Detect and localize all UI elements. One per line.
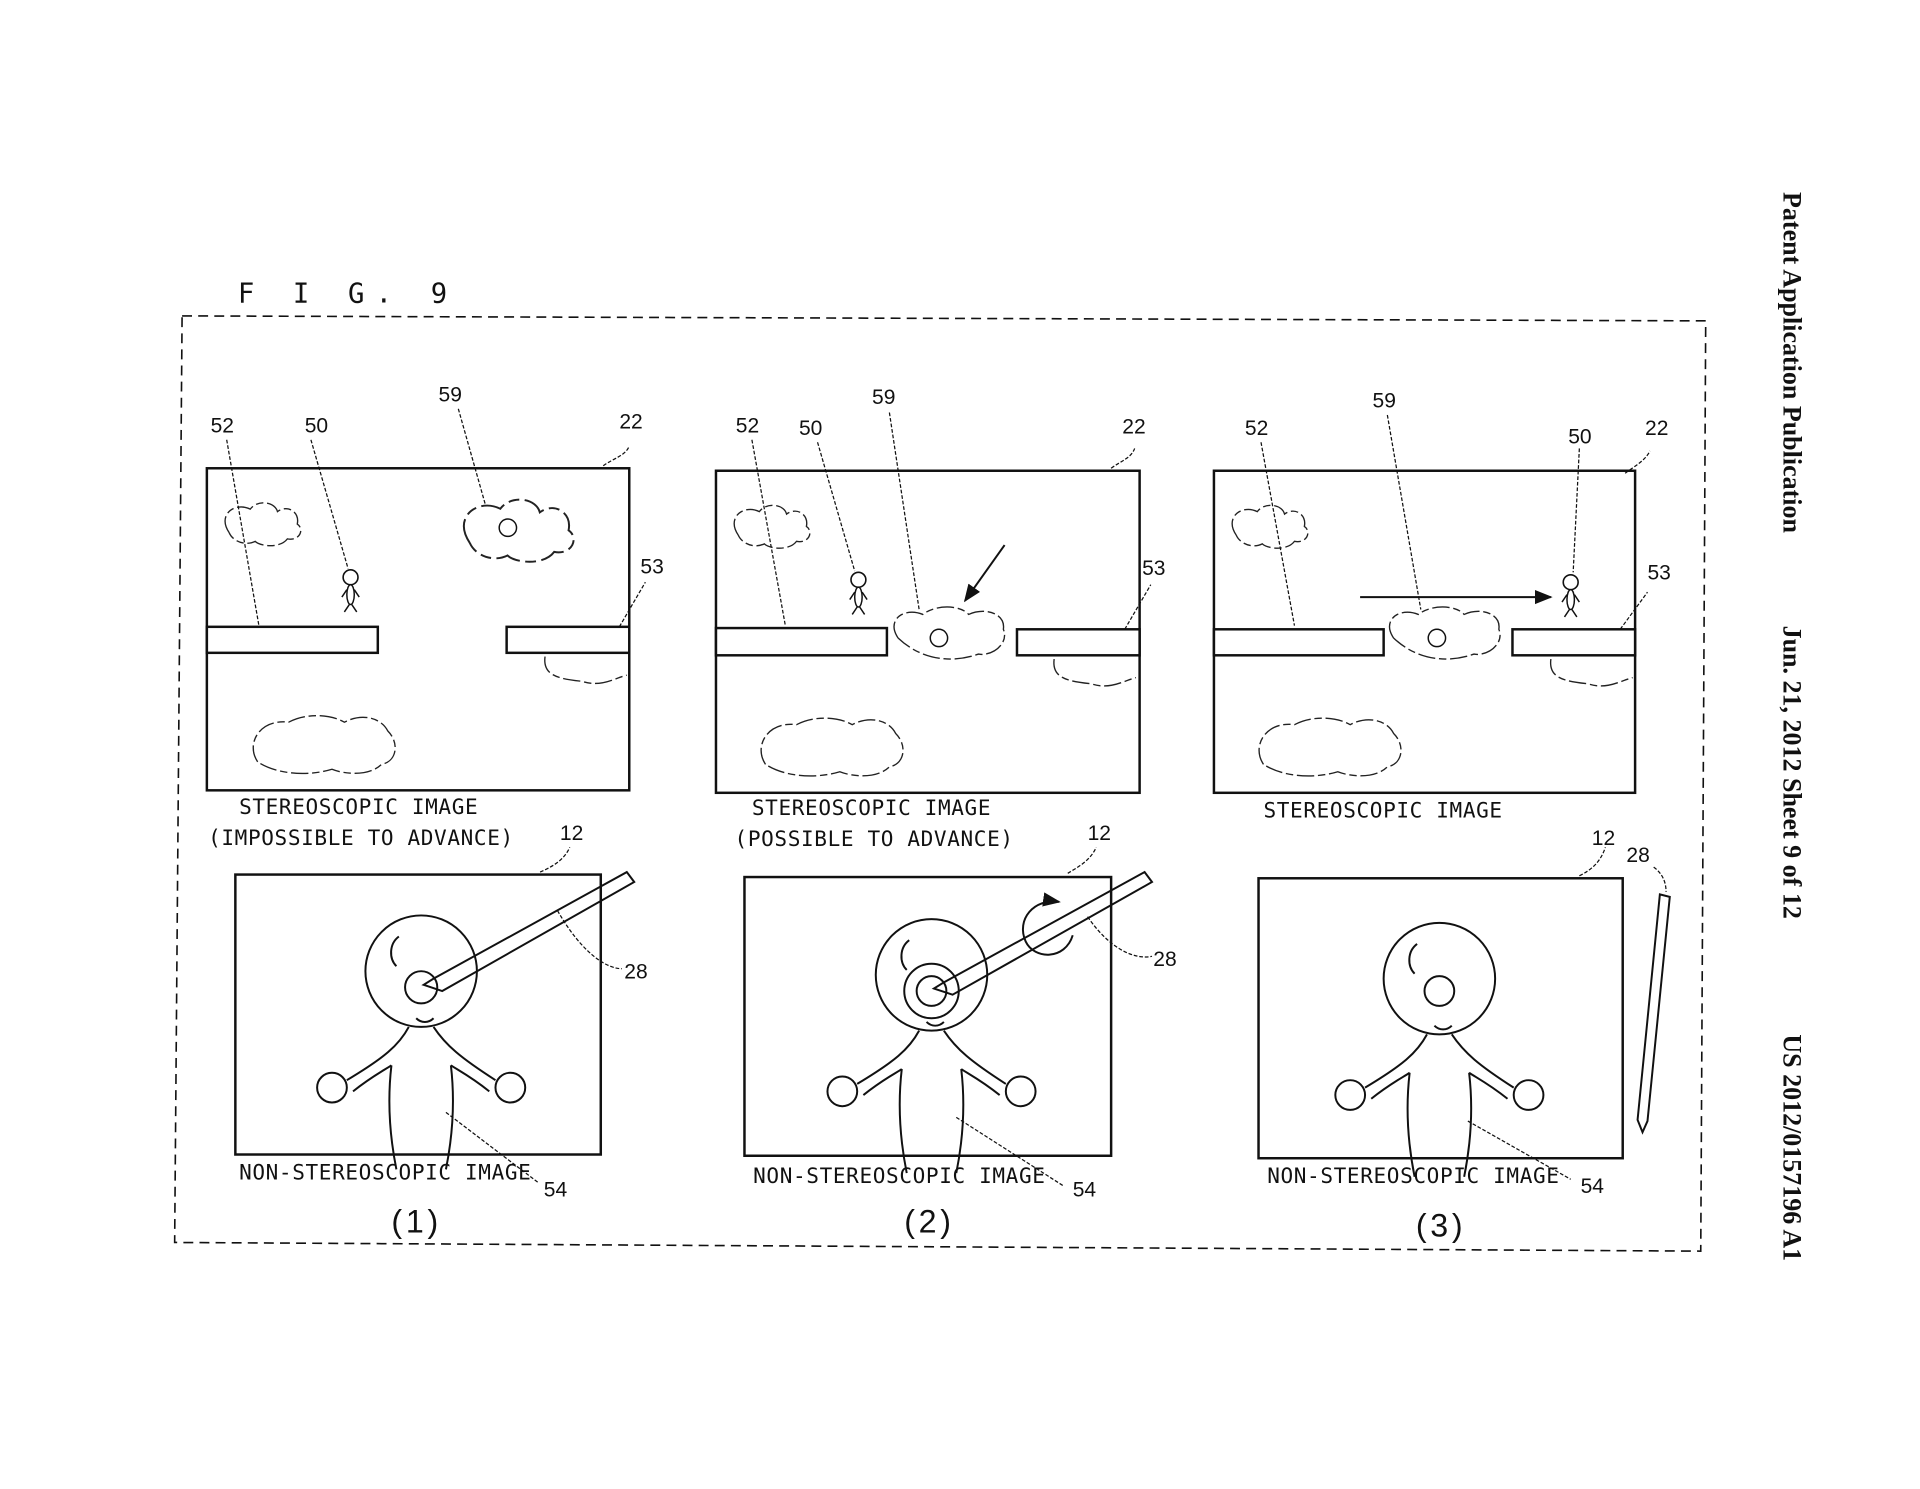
panel-3: 52 59 50 22 53 STEREOSCOPIC IMAGE 12 28 … <box>1212 390 1671 1243</box>
figure-title: F I G. 9 <box>238 278 458 309</box>
ref-54: 54 <box>1581 1175 1605 1198</box>
panel-index-label: (3) <box>1416 1207 1466 1243</box>
non-stereo-caption: NON-STEREOSCOPIC IMAGE <box>1267 1163 1559 1188</box>
ref-12: 12 <box>1088 822 1111 845</box>
ref-53: 53 <box>640 556 663 579</box>
ref-53: 53 <box>1647 562 1670 585</box>
ref-59: 59 <box>1372 390 1395 413</box>
publication-date-sheet: Jun. 21, 2012 Sheet 9 of 12 <box>1778 626 1807 919</box>
stylus-28 <box>1636 893 1671 1135</box>
ref-53: 53 <box>1142 557 1165 580</box>
panel-2: 52 50 59 22 53 STEREOSCOPIC IMAGE (POSSI… <box>714 386 1177 1240</box>
publication-title: Patent Application Publication <box>1778 192 1807 533</box>
touch-screen-12 <box>1257 877 1624 1160</box>
target-point-59 <box>929 628 949 648</box>
stereo-caption: STEREOSCOPIC IMAGE <box>239 794 478 819</box>
platform-52 <box>714 626 889 657</box>
arrow-icon <box>963 544 1006 603</box>
target-point-59 <box>1427 628 1447 648</box>
platform-53 <box>1015 628 1141 657</box>
ref-28: 28 <box>624 961 647 984</box>
ref-28: 28 <box>1626 844 1649 867</box>
stereo-subcaption: (POSSIBLE TO ADVANCE) <box>735 826 1014 851</box>
panel-index-label: (2) <box>904 1204 955 1240</box>
ref-52: 52 <box>211 414 234 437</box>
rotate-arrow-icon <box>1022 892 1074 956</box>
panel-index-label: (1) <box>391 1204 442 1240</box>
platform-52 <box>1212 628 1385 657</box>
stereo-caption: STEREOSCOPIC IMAGE <box>1263 798 1502 823</box>
ref-50: 50 <box>799 417 822 440</box>
stereo-caption: STEREOSCOPIC IMAGE <box>752 795 991 820</box>
platform-52 <box>205 625 380 655</box>
ref-50: 50 <box>305 414 328 437</box>
ref-54: 54 <box>1073 1179 1097 1202</box>
publication-number: US 2012/0157196 A1 <box>1778 1034 1807 1261</box>
ref-52: 52 <box>1245 417 1268 440</box>
ref-28: 28 <box>1153 948 1176 971</box>
ref-22: 22 <box>1122 416 1145 439</box>
ref-12: 12 <box>560 822 583 845</box>
stylus-28 <box>931 870 1154 996</box>
stereo-subcaption: (IMPOSSIBLE TO ADVANCE) <box>208 825 514 850</box>
touch-screen-12 <box>234 873 603 1156</box>
platform-53 <box>505 625 631 655</box>
target-point-59 <box>498 518 518 538</box>
figure-dashed-border <box>173 315 1707 1252</box>
platform-53 <box>1511 628 1637 657</box>
ref-59: 59 <box>439 383 462 406</box>
panel-1: 52 50 59 22 53 STEREOSCOPIC IMAGE (IMPOS… <box>205 383 664 1240</box>
ref-12: 12 <box>1592 827 1615 850</box>
ref-22: 22 <box>1645 417 1668 440</box>
ref-22: 22 <box>619 411 642 434</box>
ref-59: 59 <box>872 386 895 409</box>
ref-50: 50 <box>1568 425 1591 448</box>
non-stereo-caption: NON-STEREOSCOPIC IMAGE <box>239 1159 531 1184</box>
stylus-28 <box>421 870 636 993</box>
ref-54: 54 <box>544 1179 568 1202</box>
ref-52: 52 <box>736 414 759 437</box>
non-stereo-caption: NON-STEREOSCOPIC IMAGE <box>753 1163 1045 1188</box>
